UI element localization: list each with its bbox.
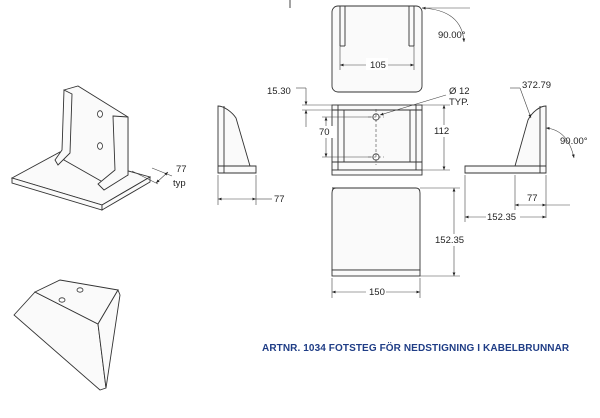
bottom-depth-label: 152.35 xyxy=(435,235,464,246)
iso-left-gusset xyxy=(54,89,73,166)
bottom-view-lip xyxy=(331,269,421,277)
isometric-view: 77 typ xyxy=(10,85,187,211)
left-view-gusset xyxy=(217,105,257,174)
lower-iso-hole-1 xyxy=(76,287,84,293)
bottom-view: 152.35 150 xyxy=(331,187,470,298)
lower-iso-hole-2 xyxy=(58,297,66,303)
isometric-view-lower xyxy=(13,279,121,391)
iso-width-label: 77 xyxy=(176,164,187,175)
right-width-label: 77 xyxy=(527,193,538,204)
front-view: 15.30 70 Ø 12 TYP. 112 xyxy=(267,86,470,176)
left-width-label: 77 xyxy=(274,194,285,205)
drawing-title: ARTNR. 1034 FOTSTEG FÖR NEDSTIGNING I KA… xyxy=(262,343,570,354)
right-angle-label: 90.00° xyxy=(560,136,588,147)
hole-typ-label: TYP. xyxy=(449,97,469,108)
right-total-label: 152.35 xyxy=(487,212,516,223)
right-side-view: 372.79 90.00° 77 152.35 xyxy=(464,80,588,223)
iso-hole-lower xyxy=(97,142,103,150)
iso-right-gusset xyxy=(97,115,129,191)
flange-thickness-label: 15.30 xyxy=(267,86,291,97)
left-side-view: 77 xyxy=(217,105,285,205)
right-radius-label: 372.79 xyxy=(522,80,551,91)
right-view-gusset xyxy=(464,105,547,174)
hole-spacing-label: 70 xyxy=(319,127,330,138)
top-angle-label: 90.00° xyxy=(438,30,466,41)
hole-diameter-label: Ø 12 xyxy=(449,86,470,97)
front-height-label: 112 xyxy=(434,126,449,137)
iso-hole-upper xyxy=(97,110,103,118)
bottom-width-label: 150 xyxy=(369,287,385,298)
top-view: 105 90.00° xyxy=(331,5,470,93)
bottom-view-plate xyxy=(331,187,421,271)
top-view-outline xyxy=(331,5,423,93)
iso-typ-label: typ xyxy=(173,178,186,189)
top-width-label: 105 xyxy=(370,60,386,71)
